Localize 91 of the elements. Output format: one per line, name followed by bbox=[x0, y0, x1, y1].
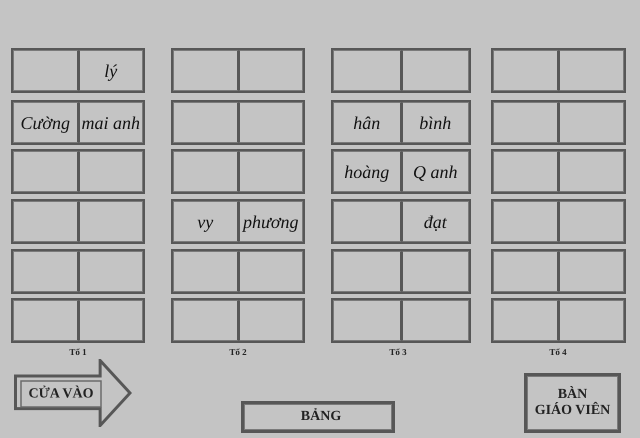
desk bbox=[171, 249, 305, 294]
student-name: bình bbox=[419, 114, 452, 132]
desk-seat bbox=[559, 50, 624, 91]
desk-seat bbox=[173, 151, 238, 192]
desk bbox=[11, 249, 145, 294]
desk-seat bbox=[333, 50, 402, 91]
desk-seat bbox=[493, 102, 559, 143]
desk-seat bbox=[238, 251, 303, 292]
desk bbox=[331, 48, 471, 93]
desk-seat bbox=[333, 300, 402, 341]
desk-seat bbox=[78, 50, 143, 91]
desk-seat bbox=[78, 151, 143, 192]
desk-seat bbox=[493, 50, 559, 91]
desk-seat bbox=[238, 201, 303, 242]
desk bbox=[331, 199, 471, 244]
desk-seat bbox=[173, 300, 238, 341]
teacher-desk bbox=[524, 373, 621, 433]
student-name: Q anh bbox=[413, 162, 458, 180]
desk-seat bbox=[493, 151, 559, 192]
desk-seat bbox=[173, 251, 238, 292]
desk-seat bbox=[173, 50, 238, 91]
student-name: lý bbox=[104, 62, 118, 80]
desk-seat bbox=[78, 201, 143, 242]
desk-seat bbox=[402, 251, 469, 292]
student-name: vy bbox=[197, 212, 214, 230]
group-label: Tổ 2 bbox=[229, 347, 247, 357]
desk-seat bbox=[559, 102, 624, 143]
student-name: đạt bbox=[424, 212, 447, 230]
teacher-desk-label: BÀN GIÁO VIÊN bbox=[534, 386, 612, 420]
desk-seat bbox=[13, 151, 78, 192]
desk-seat bbox=[402, 102, 469, 143]
desk-seat bbox=[402, 50, 469, 91]
desk-seat bbox=[559, 201, 624, 242]
desk bbox=[11, 100, 145, 145]
desk-seat bbox=[559, 300, 624, 341]
group-label: Tổ 4 bbox=[549, 347, 567, 357]
desk-seat bbox=[238, 102, 303, 143]
desk bbox=[491, 249, 626, 294]
group-label: Tổ 3 bbox=[389, 347, 407, 357]
student-name: hân bbox=[353, 114, 380, 132]
desk bbox=[11, 48, 145, 93]
desk-seat bbox=[173, 201, 238, 242]
desk-seat bbox=[402, 300, 469, 341]
desk bbox=[171, 100, 305, 145]
desk bbox=[171, 199, 305, 244]
desk bbox=[491, 100, 626, 145]
desk-seat bbox=[238, 50, 303, 91]
student-name: hoàng bbox=[344, 162, 390, 180]
desk-seat bbox=[493, 251, 559, 292]
desk-seat bbox=[333, 151, 402, 192]
blackboard bbox=[241, 401, 395, 433]
desk-seat bbox=[493, 300, 559, 341]
desk-seat bbox=[173, 102, 238, 143]
desk bbox=[11, 298, 145, 343]
group-label: Tổ 1 bbox=[69, 347, 87, 357]
desk-seat bbox=[559, 251, 624, 292]
desk-seat bbox=[238, 151, 303, 192]
desk-seat bbox=[13, 201, 78, 242]
desk bbox=[171, 149, 305, 194]
desk bbox=[11, 149, 145, 194]
desk-seat bbox=[78, 251, 143, 292]
desk-seat bbox=[559, 151, 624, 192]
desk bbox=[331, 149, 471, 194]
desk-seat bbox=[13, 251, 78, 292]
desk-seat bbox=[78, 300, 143, 341]
desk-seat bbox=[402, 151, 469, 192]
student-name: mai anh bbox=[82, 114, 140, 132]
desk bbox=[491, 298, 626, 343]
desk-seat bbox=[493, 201, 559, 242]
door-sign bbox=[14, 359, 132, 427]
desk bbox=[171, 48, 305, 93]
student-name: Cường bbox=[20, 114, 70, 132]
desk bbox=[331, 298, 471, 343]
desk-seat bbox=[402, 201, 469, 242]
desk-seat bbox=[333, 201, 402, 242]
entrance-label: CỬA VÀO bbox=[28, 386, 94, 402]
desk-seat bbox=[333, 102, 402, 143]
desk bbox=[11, 199, 145, 244]
desk bbox=[491, 149, 626, 194]
desk bbox=[171, 298, 305, 343]
desk-seat bbox=[238, 300, 303, 341]
desk bbox=[491, 199, 626, 244]
desk bbox=[331, 100, 471, 145]
desk bbox=[491, 48, 626, 93]
desk-seat bbox=[78, 102, 143, 143]
desk bbox=[331, 249, 471, 294]
student-name: phương bbox=[243, 212, 298, 230]
desk-seat bbox=[13, 300, 78, 341]
desk-seat bbox=[333, 251, 402, 292]
desk-seat bbox=[13, 102, 78, 143]
desk-seat bbox=[13, 50, 78, 91]
